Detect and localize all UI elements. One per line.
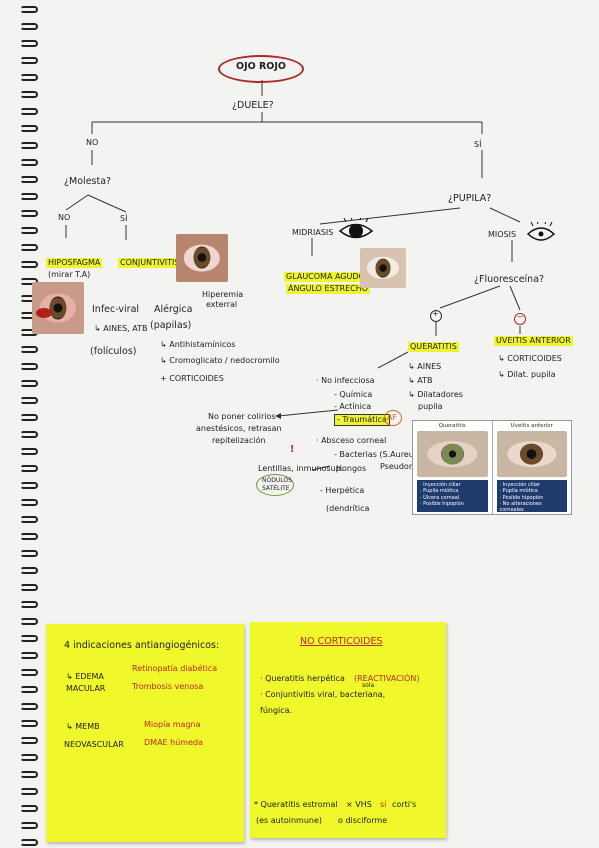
eye-constricted-icon [526,222,556,241]
nodulos-oval [256,474,294,496]
glaucoma-label-2: ÁNGULO ESTRECHO [286,284,371,294]
alergica-treatment-3: + CORTICOIDES [160,374,224,383]
uveitis-treatment-2: ↳ Dilat. pupila [498,370,556,379]
queratitis-label: QUERATITIS [408,342,459,352]
alergica-treatment-2: ↳ Cromoglicato / nedocromilo [160,356,280,365]
hongos-label: Hongos [336,464,367,473]
comparison-uveitis-list: · Inyección ciliar · Pupila miótica · Po… [496,480,567,513]
conjuntivitis-photo [176,234,228,282]
comparison-figure: Queratitis · Inyección ciliar · Pupila m… [412,420,572,515]
sticky2-line-4d: corti's [392,800,417,809]
sticky1-edema-2: MACULAR [66,684,106,693]
infec-viral-label: Infec-viral [92,304,140,315]
infec-viral-treatment: ↳ AINES, ATB [94,324,148,333]
branch-no: NO [86,138,99,147]
eye-dilated-icon [338,218,374,239]
sticky1-memb-2: NEOVASCULAR [64,740,124,749]
comparison-queratitis-title: Queratitis [438,423,466,429]
sticky2-line-2: · Conjuntivitis viral, bacteriana, [260,690,386,699]
traumatica-label: - Traumática [334,414,390,426]
alergica-label: Alérgica [154,304,193,315]
sticky2-line-5b: o disciforme [338,816,388,825]
sticky2-line-1b: (REACTIVACIÓN) [354,674,420,683]
quimica-label: - Química [334,390,373,399]
papilas-label: (papilas) [150,320,192,331]
nodulos-label-1: NÓDULOS [262,477,292,484]
hiperemia-label: Hiperemia [202,290,244,299]
uveitis-treatment-1: ↳ CORTICOIDES [498,354,562,363]
queratitis-treatment-4: pupila [418,402,443,411]
branch-si: SÍ [474,140,482,149]
question-molesta: ¿Molesta? [64,176,112,187]
question-pupila: ¿PUPILA? [448,193,492,204]
bacterias-label: - Bacterias (S.Aureus, [334,450,421,459]
queratitis-treatment-3: ↳ Dilatadores [408,390,463,399]
sticky2-line-1a: · Queratitis herpética [260,674,345,683]
page-title: OJO ROJO [236,61,286,72]
queratitis-treatment-2: ↳ ATB [408,376,433,385]
actinica-label: - Actínica [334,402,372,411]
sticky1-dmae: DMAE húmeda [144,738,203,747]
glaucoma-label-1: GLAUCOMA AGUDO [284,272,367,282]
uveitis-label: UVEITIS ANTERIOR [494,336,573,346]
comparison-uveitis-title: Uveítis anterior [510,423,553,429]
sticky1-edema-1: ↳ EDEMA [66,672,104,681]
comparison-uveitis: Uveítis anterior · Inyección ciliar · Pu… [493,421,572,514]
comparison-queratitis: Queratitis · Inyección ciliar · Pupila m… [413,421,493,514]
sticky2-line-2-sup: sola [362,682,375,689]
sticky2-line-3: fúngica. [260,706,293,715]
spiral-binding [20,6,42,846]
no-poner-note-3: repitelización [212,436,266,445]
nodulos-label-2: SATÉLITE [262,485,290,492]
minus-circle [514,313,526,325]
sticky-note-antiangiogenicos: 4 indicaciones antiangiogénicos: ↳ EDEMA… [46,624,244,842]
sticky1-miopia: Miopía magna [144,720,201,729]
dendritica-label: (dendrítica [326,504,370,513]
queratitis-treatment-1: ↳ AINES [408,362,442,371]
sticky2-line-4c: sí [380,800,387,809]
branch-no-2: NO [58,213,71,222]
plus-circle [430,310,442,322]
bacterias-label-2: Pseudom) [380,462,420,471]
midriasis-label: MIDRIASIS [292,228,334,237]
no-poner-note-2: anestésicos, retrasan [196,424,282,433]
question-duele: ¿DUELE? [232,100,274,111]
title-oval [218,55,304,83]
warning-mark: ! [290,444,295,455]
fluor-positive: + [432,309,439,318]
hiperemia-label-2: exterral [206,300,238,309]
hiposfagma-note: (mirar T.A) [48,270,91,279]
foliculos-label: (folículos) [90,346,137,357]
af-circle [384,410,402,426]
comparison-queratitis-list: · Inyección ciliar · Pupila miótica · Úl… [417,480,488,512]
absceso-label: · Absceso corneal [316,436,387,445]
branch-si-2: SÍ [120,214,128,223]
sticky2-title: NO CORTICOIDES [300,636,383,647]
sticky1-title: 4 indicaciones antiangiogénicos: [64,640,220,651]
miosis-label: MIOSIS [488,230,517,239]
no-poner-note-1: No poner colirios [208,412,276,421]
no-infecciosa-label: · No infecciosa [316,376,375,385]
alergica-treatment-1: ↳ Antihistamínicos [160,340,236,349]
question-fluoresceina: ¿Fluoresceína? [474,274,545,285]
sticky-note-no-corticoides: NO CORTICOIDES · Queratitis herpética (R… [250,622,446,838]
herpetica-label: - Herpética [320,486,365,495]
glaucoma-photo [360,248,406,288]
af-label: AF [387,413,398,422]
sticky2-line-4a: * Queratitis estromal [254,800,338,809]
sticky2-line-4b: × VHS [346,800,372,809]
hiposfagma-label: HIPOSFAGMA [46,258,103,268]
conjuntivitis-label: CONJUNTIVITIS [118,258,182,268]
sticky1-retinopatia: Retinopatía diabética [132,664,218,673]
sticky1-trombosis: Trombosis venosa [132,682,204,691]
hiposfagma-photo [32,282,84,334]
fluor-negative: − [517,312,524,321]
sticky2-line-5a: (es autoinmune) [256,816,323,825]
sticky1-memb-1: ↳ MEMB [66,722,100,731]
lentillas-label: Lentillas, inmunosup. [258,464,344,473]
